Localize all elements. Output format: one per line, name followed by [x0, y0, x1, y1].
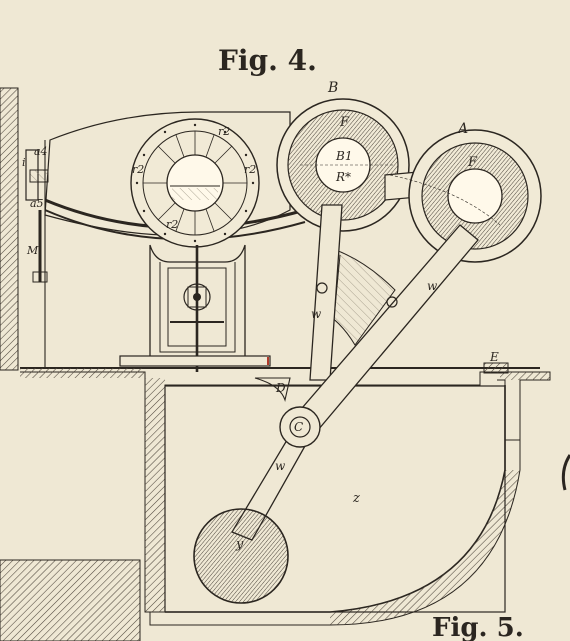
label-F-wheel-B: F	[339, 115, 350, 130]
label-E: E	[489, 350, 499, 364]
label-w-lower: w	[275, 459, 286, 473]
wheel-A	[389, 129, 542, 263]
plate-E	[483, 362, 509, 374]
left-wall	[0, 87, 141, 641]
label-r2-right: r2	[244, 163, 256, 176]
next-figure-fragment	[561, 454, 570, 491]
label-w-upper: w	[427, 279, 438, 293]
figure-title: Fig. 4.	[218, 44, 317, 77]
label-Rstar: R*	[335, 170, 351, 184]
label-w-mid: w	[311, 307, 322, 321]
label-D: D	[275, 381, 286, 395]
figure-title-bottom: Fig. 5.	[432, 613, 524, 641]
label-F-wheel-A: F	[467, 155, 478, 170]
label-r2-top: r2	[218, 125, 230, 138]
counterweight-y	[193, 508, 289, 604]
label-a5: a5	[30, 197, 44, 210]
label-C: C	[294, 420, 303, 434]
bracket-D	[254, 377, 291, 403]
pedestal-frame	[119, 244, 271, 372]
wheel-B	[276, 98, 410, 232]
label-z: z	[352, 491, 360, 506]
label-r2-bottom: r2	[166, 218, 178, 231]
label-B1: B1	[335, 149, 352, 163]
label-r2-left: r2	[132, 163, 144, 176]
ground	[20, 367, 551, 626]
rotor-wheel	[130, 118, 260, 248]
pivot-C	[279, 406, 321, 448]
label-i: i	[22, 156, 26, 169]
label-A: A	[456, 121, 468, 137]
label-a4: a4	[34, 145, 48, 158]
label-M: M	[26, 244, 39, 257]
side-bracket	[25, 149, 49, 283]
label-B: B	[327, 80, 338, 96]
label-y: y	[235, 537, 244, 552]
